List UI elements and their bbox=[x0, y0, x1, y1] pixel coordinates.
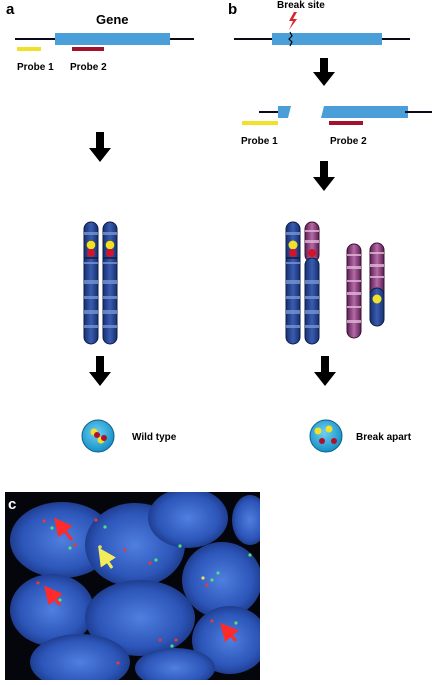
derivative-chromosome-2-bottom bbox=[369, 287, 385, 327]
chromosome-pair bbox=[83, 221, 118, 345]
gene-fragment-5p bbox=[278, 106, 291, 118]
cell-nuclei bbox=[10, 492, 260, 680]
probe1-label-b: Probe 1 bbox=[241, 136, 278, 147]
probe1-signal bbox=[86, 240, 96, 250]
panel-a-label: a bbox=[6, 1, 15, 18]
chromosome-set bbox=[285, 221, 385, 345]
probe2-label-b: Probe 2 bbox=[330, 136, 367, 147]
fused-signal-red bbox=[94, 432, 100, 438]
down-arrow bbox=[89, 356, 111, 386]
derivative-chromosome-bottom bbox=[304, 257, 320, 345]
down-arrow bbox=[313, 161, 335, 191]
break-site-label: Break site bbox=[277, 0, 325, 11]
gene-block bbox=[55, 33, 170, 45]
panel-c: c bbox=[5, 492, 260, 680]
fused-signal-red bbox=[101, 435, 107, 441]
result-label-b: Break apart bbox=[356, 432, 412, 443]
result-label-a: Wild type bbox=[132, 432, 177, 443]
down-arrow bbox=[313, 58, 335, 86]
fish-signals bbox=[36, 518, 252, 665]
probe1-signal bbox=[372, 294, 382, 304]
probe2-signal bbox=[106, 249, 114, 257]
panel-b: b Break site Probe 1 Probe 2 bbox=[228, 0, 432, 453]
partner-chromosome bbox=[346, 243, 362, 339]
split-signal-yellow bbox=[325, 425, 333, 433]
probe2-label: Probe 2 bbox=[70, 62, 107, 73]
down-arrow bbox=[314, 356, 336, 386]
probe1-label: Probe 1 bbox=[17, 62, 54, 73]
nucleus bbox=[309, 419, 343, 453]
probe1-bar bbox=[242, 121, 278, 125]
red-arrow bbox=[220, 622, 239, 643]
break-mark bbox=[288, 31, 293, 47]
split-signal-red bbox=[331, 438, 337, 444]
probe2-bar bbox=[72, 47, 104, 51]
split-signal-yellow bbox=[314, 427, 322, 435]
red-arrow bbox=[54, 517, 74, 541]
probe1-signal bbox=[288, 240, 298, 250]
panel-b-label: b bbox=[228, 1, 237, 18]
down-arrow bbox=[89, 132, 111, 162]
panel-a: a Gene Probe 1 Probe 2 bbox=[6, 1, 194, 453]
probe1-signal bbox=[105, 240, 115, 250]
gene-label: Gene bbox=[96, 12, 129, 27]
gene-block bbox=[272, 33, 382, 45]
probe2-signal bbox=[289, 249, 297, 257]
probe2-bar bbox=[329, 121, 363, 125]
panel-c-label: c bbox=[8, 496, 16, 513]
chromosome-bands bbox=[84, 232, 117, 328]
gene-fragment-3p bbox=[321, 106, 408, 118]
probe2-signal bbox=[87, 249, 95, 257]
split-signal-red bbox=[319, 438, 325, 444]
red-arrow bbox=[44, 585, 63, 606]
lightning-icon bbox=[289, 12, 297, 30]
yellow-arrow bbox=[98, 547, 116, 569]
probe1-bar bbox=[17, 47, 41, 51]
probe2-signal bbox=[308, 249, 316, 257]
